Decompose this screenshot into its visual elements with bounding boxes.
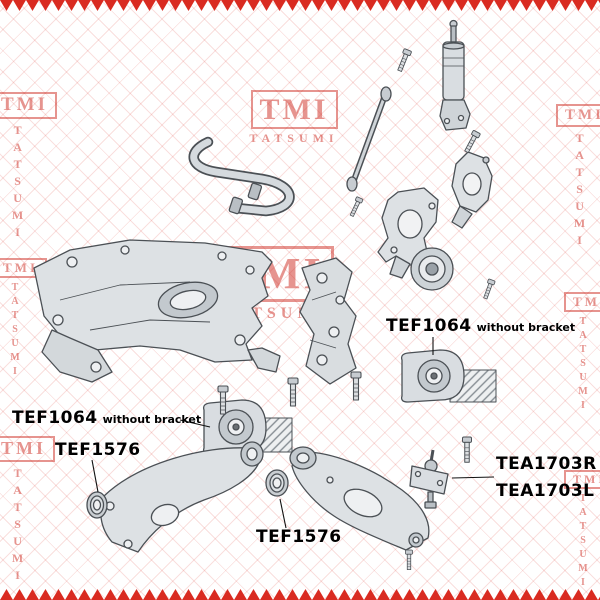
tatsumi-text: TATSUMI [9,282,21,381]
tmi-logo: TMI [556,104,600,127]
part-label-tef1576-rear: TEF1576 [256,527,342,547]
tatsumi-text: TATSUMI [10,465,25,585]
part-note: without bracket [476,321,576,334]
leader-lines [91,337,495,529]
zigzag-border-top [0,0,600,12]
zigzag-border-bottom [0,588,600,600]
stabilizer-link [346,86,392,192]
watermark-left-top: TMI TATSUMI [0,92,57,242]
part-label-tef1576-front: TEF1576 [55,440,141,460]
control-arm-left [100,441,264,553]
tatsumi-text: TATSUMI [572,130,587,250]
part-code: TEF1576 [55,440,141,460]
watermark-center-top: TMI TATSUMI [246,90,342,145]
tmi-logo: TMI [564,470,600,490]
part-code: TEA1703R [496,454,597,474]
part-label-tef1064-right: TEF1064 without bracket [386,316,575,336]
subframe-crossmember [33,239,281,383]
tatsumi-text: TATSUMI [577,316,589,415]
steering-knuckle-right [451,151,493,229]
part-code: TEF1576 [256,527,342,547]
tatsumi-text: TATSUMI [249,131,339,145]
watermark-left-bottom: TMI TATSUMI [0,436,55,585]
tatsumi-text: TATSUMI [10,122,25,242]
part-label-tea1703l: TEA1703L [496,481,595,501]
tmi-logo: TMI [250,90,338,129]
bushing-tef1576-rear [265,469,289,497]
bushing-tef1064-right [400,349,465,403]
wheel-hub-bearing [410,247,454,291]
tmi-logo: TMI [0,92,57,119]
tatsumi-text: TATSUMI [577,493,589,592]
strut-assembly [439,19,471,131]
part-note: without bracket [102,413,202,426]
steering-knuckle-main [377,187,439,279]
stabilizer-bar [188,136,295,217]
watermark-right-bottom: TMI TATSUMI [564,470,600,591]
tmi-logo: TMI [564,292,600,313]
part-code: TEF1064 [12,408,98,428]
mounting-bracket [299,257,357,385]
part-code: TEF1064 [386,316,472,336]
part-label-tea1703r: TEA1703R [496,454,597,474]
control-arm-right [289,446,430,551]
watermark-right-mid: TMI TATSUMI [564,292,600,414]
part-label-tef1064-left: TEF1064 without bracket [12,408,201,428]
part-code: TEA1703L [496,481,595,501]
bushing-tef1576-front [86,491,108,519]
tmi-logo: TMI [0,436,55,462]
watermark-right-top: TMI TATSUMI [556,104,600,250]
ball-joint-tea1703 [409,449,449,509]
